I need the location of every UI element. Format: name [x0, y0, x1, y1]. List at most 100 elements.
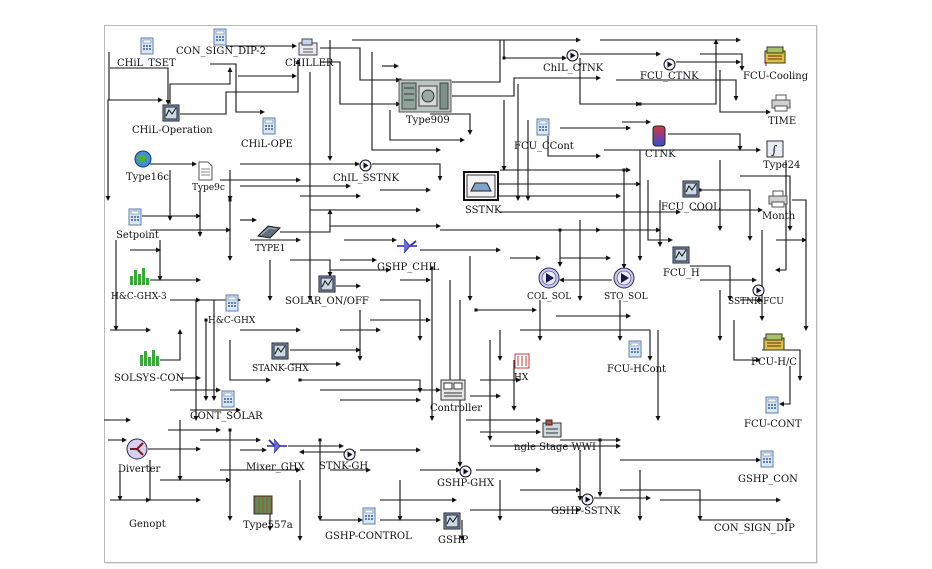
sstnk-fcu-label: SSTNK-FCU — [728, 297, 784, 307]
water-heat-pump-icon[interactable] — [541, 419, 565, 443]
heat-pump-unit-icon[interactable] — [398, 76, 452, 118]
solar-collector-icon[interactable] — [256, 222, 282, 246]
diverter-valve-icon[interactable] — [126, 438, 148, 464]
pump-icon[interactable] — [359, 157, 372, 176]
connection-line — [740, 175, 793, 231]
connection-junction — [228, 198, 232, 202]
gshp-chil-label: GSHP_CHIL — [377, 262, 440, 273]
connection-line — [719, 70, 771, 115]
pump-large-icon[interactable] — [613, 267, 635, 293]
connection-line — [700, 53, 745, 71]
hc-ghx-3-label: H&C-GHX-3 — [111, 292, 167, 302]
connection-line — [372, 163, 443, 181]
svg-text:∫: ∫ — [771, 143, 778, 157]
gshp-ghx-label: GSHP-GHX — [437, 478, 494, 489]
gshp-con-label: GSHP_CON — [738, 474, 798, 485]
pump-icon[interactable] — [581, 491, 594, 510]
integrator-icon[interactable]: ∫ — [766, 140, 784, 162]
connection-junction — [598, 438, 602, 442]
heat-exchanger-icon[interactable] — [514, 352, 530, 374]
printer-icon[interactable] — [771, 94, 791, 116]
connection-line — [647, 180, 673, 243]
pump-large-icon[interactable] — [538, 267, 560, 293]
stnk-ghx-label: STNK-GH — [319, 461, 369, 472]
genopt-label[interactable]: Genopt — [129, 519, 166, 530]
con-sign-dip-label[interactable]: CON_SIGN_DIP — [714, 523, 795, 534]
data-reader-icon[interactable] — [197, 161, 213, 185]
plotter-icon[interactable] — [138, 347, 160, 371]
con-sign-dip-2-label: CON_SIGN_DIP-2 — [176, 46, 267, 57]
ground-heat-exchanger-icon[interactable] — [253, 495, 273, 519]
single-stage-wwhp-label: ngle Stage WWI — [514, 442, 596, 453]
connection-line — [169, 67, 233, 104]
connection-junction — [204, 318, 208, 322]
connection-line — [210, 63, 265, 115]
controller-box-icon[interactable] — [440, 379, 466, 405]
controller-icon[interactable] — [682, 180, 700, 202]
chiller-label: CHILLER — [285, 58, 334, 69]
connection-line — [280, 209, 333, 233]
controller-icon[interactable] — [271, 342, 289, 364]
connection-line — [668, 133, 743, 151]
controller-icon[interactable] — [672, 246, 690, 268]
calculator-icon[interactable] — [221, 390, 235, 412]
fan-coil-icon[interactable] — [763, 331, 785, 357]
connection-line — [160, 329, 183, 361]
plotter-icon[interactable] — [128, 266, 150, 290]
fcu-hcont-label: FCU-HCont — [607, 364, 667, 375]
pump-icon[interactable] — [459, 463, 472, 482]
connection-line — [110, 67, 171, 105]
calculator-icon[interactable] — [262, 117, 276, 139]
controller-icon[interactable] — [318, 275, 336, 297]
setpoint-label: Setpoint — [116, 230, 159, 241]
col-sol-label: COL_SOL — [527, 292, 572, 302]
chiller-icon[interactable] — [297, 37, 321, 61]
connection-line — [430, 113, 473, 135]
connection-line — [792, 199, 809, 331]
calculator-icon[interactable] — [536, 118, 550, 140]
calculator-icon[interactable] — [760, 450, 774, 472]
connection-line — [620, 489, 703, 521]
chil-ope-label: CHiL-OPE — [241, 139, 293, 150]
connection-line — [229, 340, 271, 383]
fcu-cooling-label: FCU-Cooling — [743, 71, 809, 82]
fan-coil-icon[interactable]: ǁ — [764, 44, 786, 70]
controller-icon[interactable] — [443, 512, 461, 534]
connection-line — [579, 58, 641, 107]
connection-line — [452, 37, 581, 83]
connection-line — [180, 59, 301, 115]
diverter-icon[interactable] — [396, 237, 418, 259]
month-label: Month — [762, 211, 796, 222]
fcu-hc-label: FCU-H/C — [751, 357, 797, 368]
gshp-sstnk-label: GSHP-SSTNK — [551, 506, 621, 517]
calculator-icon[interactable] — [765, 396, 779, 418]
pump-icon[interactable] — [566, 47, 579, 66]
sstnk-label: SSTNK — [465, 205, 502, 216]
connection-line — [640, 39, 719, 105]
solsys-con-label: SOLSYS-CON — [114, 373, 185, 384]
stank-ghx-label: STANK-GHX — [252, 364, 309, 374]
controller-icon[interactable] — [162, 104, 180, 126]
storage-tank-icon[interactable] — [463, 171, 499, 205]
connection-line — [352, 39, 567, 61]
pump-icon[interactable] — [752, 282, 765, 301]
globe-icon[interactable] — [134, 150, 152, 172]
calculator-icon[interactable] — [128, 208, 142, 230]
calculator-icon[interactable] — [362, 507, 376, 529]
pump-icon[interactable] — [343, 446, 356, 465]
calculator-icon[interactable] — [140, 37, 154, 59]
calculator-icon[interactable] — [225, 294, 239, 316]
calculator-icon[interactable] — [628, 340, 642, 362]
tank-icon[interactable] — [651, 124, 667, 152]
mixer-icon[interactable] — [266, 437, 288, 459]
controller-label: Controller — [430, 403, 483, 414]
type16c-label: Type16c — [126, 172, 169, 183]
pump-icon[interactable] — [663, 56, 676, 75]
connection-line — [452, 75, 601, 97]
connection-junction — [502, 56, 506, 60]
connection-junction — [298, 378, 302, 382]
fcu-ccont-label: FCU_CCont — [514, 141, 574, 152]
printer-icon[interactable] — [768, 190, 788, 212]
calculator-icon[interactable] — [213, 28, 227, 50]
